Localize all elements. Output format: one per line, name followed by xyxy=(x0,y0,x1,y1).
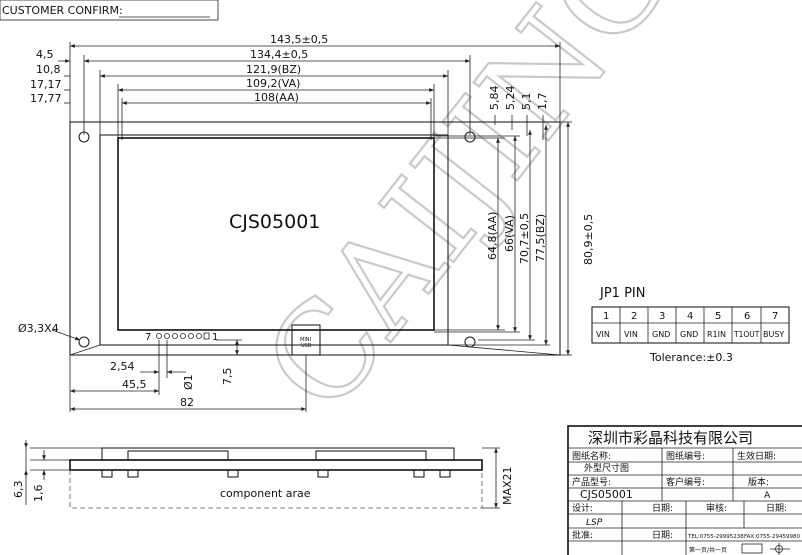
svg-text:6: 6 xyxy=(744,311,750,322)
svg-text:设计:: 设计: xyxy=(572,502,593,514)
svg-text:VIN: VIN xyxy=(596,330,610,339)
svg-text:批准:: 批准: xyxy=(572,529,593,541)
designer: LSP xyxy=(586,518,603,528)
svg-text:GND: GND xyxy=(680,330,698,339)
dim-134-4: 134,4±0,5 xyxy=(250,48,308,61)
dim-7-5: 7,5 xyxy=(221,368,234,386)
jp1-title: JP1 PIN xyxy=(599,286,645,301)
customer-confirm-label: CUSTOMER CONFIRM: xyxy=(2,4,123,17)
dim-109-2: 109,2(VA) xyxy=(246,77,300,90)
dim-108: 108(AA) xyxy=(254,91,299,104)
svg-text:3: 3 xyxy=(659,311,665,322)
mount-hole-br xyxy=(464,336,476,348)
svg-text:5: 5 xyxy=(715,311,721,322)
dim-1-7: 1,7 xyxy=(536,93,549,111)
svg-text:MINI: MINI xyxy=(300,337,311,343)
svg-text:VIN: VIN xyxy=(624,330,638,339)
fax: FAX:0755-29459980 xyxy=(744,534,801,540)
module-side-view: component arae 6,3 1,6 MAX21 xyxy=(12,440,514,509)
dim-17-17: 17,17 xyxy=(30,78,62,91)
dim-6-3: 6,3 xyxy=(12,481,25,499)
svg-text:客户编号:: 客户编号: xyxy=(666,476,705,488)
product-model: CJS05001 xyxy=(580,488,633,501)
hole-dim: Ø3,3X4 xyxy=(18,322,59,335)
version-value: A xyxy=(764,491,771,501)
dim-64-8: 64,8(AA) xyxy=(486,212,499,260)
bottom-dimensions: 2,54 Ø1 45,5 82 7,5 xyxy=(69,339,307,412)
model-label: CJS05001 xyxy=(229,211,320,233)
customer-confirm-box xyxy=(0,0,219,21)
dim-5-24: 5,24 xyxy=(504,86,517,111)
dim-121-9: 121,9(BZ) xyxy=(246,63,301,76)
svg-text:USB: USB xyxy=(301,343,312,349)
svg-text:图纸编号:: 图纸编号: xyxy=(666,450,705,462)
drawing-name: 外型尺寸图 xyxy=(584,462,629,474)
pin-header xyxy=(156,332,210,340)
svg-text:审核:: 审核: xyxy=(706,502,727,514)
dim-17-77: 17,77 xyxy=(30,92,62,105)
svg-text:BUSY: BUSY xyxy=(763,330,784,339)
dim-45-5: 45,5 xyxy=(122,378,147,391)
dim-66: 66(VA) xyxy=(503,215,516,252)
vertical-dimensions: 64,8(AA) 66(VA) 70,7±0,5 77,5(BZ) 80,9±0… xyxy=(434,121,595,356)
svg-text:4: 4 xyxy=(687,311,693,322)
dim-5-84: 5,84 xyxy=(488,86,501,111)
dim-1-6: 1,6 xyxy=(32,485,45,503)
svg-text:生效日期:: 生效日期: xyxy=(737,450,776,462)
dim-10-8: 10,8 xyxy=(36,63,61,76)
svg-text:产品型号:: 产品型号: xyxy=(572,476,611,488)
svg-text:日期:: 日期: xyxy=(766,503,787,514)
svg-text:R1IN: R1IN xyxy=(707,330,726,339)
top-right-dimensions: 5,84 5,24 5,1 1,7 xyxy=(488,86,549,140)
projection-box xyxy=(741,543,763,554)
svg-text:图纸名称:: 图纸名称: xyxy=(572,450,611,462)
pin-1-label: 1 xyxy=(212,332,218,343)
jp1-pin-table: JP1 PIN 1 2 3 4 5 6 7 VIN VIN GND GND R1… xyxy=(591,286,790,364)
component-area-label: component arae xyxy=(220,487,311,500)
dim-82: 82 xyxy=(180,396,194,409)
mount-hole-bl xyxy=(78,336,90,348)
svg-text:7: 7 xyxy=(772,311,778,322)
dim-77-5: 77,5(BZ) xyxy=(534,214,547,262)
svg-text:1: 1 xyxy=(603,311,609,322)
title-block: 深圳市彩晶科技有限公司 图纸名称: 图纸编号: 生效日期: 外型尺寸图 产品型号… xyxy=(567,425,802,555)
svg-text:2: 2 xyxy=(631,311,637,322)
company-name: 深圳市彩晶科技有限公司 xyxy=(588,429,753,447)
dim-143-5: 143,5±0,5 xyxy=(270,33,328,46)
svg-text:版本:: 版本: xyxy=(748,476,769,488)
svg-text:日期:: 日期: xyxy=(652,530,673,541)
svg-text:日期:: 日期: xyxy=(652,503,673,514)
mount-hole-tl xyxy=(78,131,90,143)
page-info: 第一页/共一页 xyxy=(689,546,727,554)
dim-4-5: 4,5 xyxy=(36,48,54,61)
tolerance-note: Tolerance:±0.3 xyxy=(649,351,733,364)
svg-text:T1OUT: T1OUT xyxy=(733,330,760,339)
dim-pin-dia: Ø1 xyxy=(182,374,195,390)
module-front-view: CJS05001 MINI USB 7 1 xyxy=(69,121,561,356)
svg-text:GND: GND xyxy=(652,330,670,339)
dim-2-54: 2,54 xyxy=(110,360,135,373)
pin-7-label: 7 xyxy=(145,332,151,343)
dim-5-1: 5,1 xyxy=(520,93,533,111)
dim-max21: MAX21 xyxy=(501,466,514,505)
dim-70-7: 70,7±0,5 xyxy=(518,213,531,264)
mount-hole-tr xyxy=(464,131,476,143)
dim-80-9: 80,9±0,5 xyxy=(582,214,595,265)
tel: TEL:0755-29995238 xyxy=(687,534,744,540)
